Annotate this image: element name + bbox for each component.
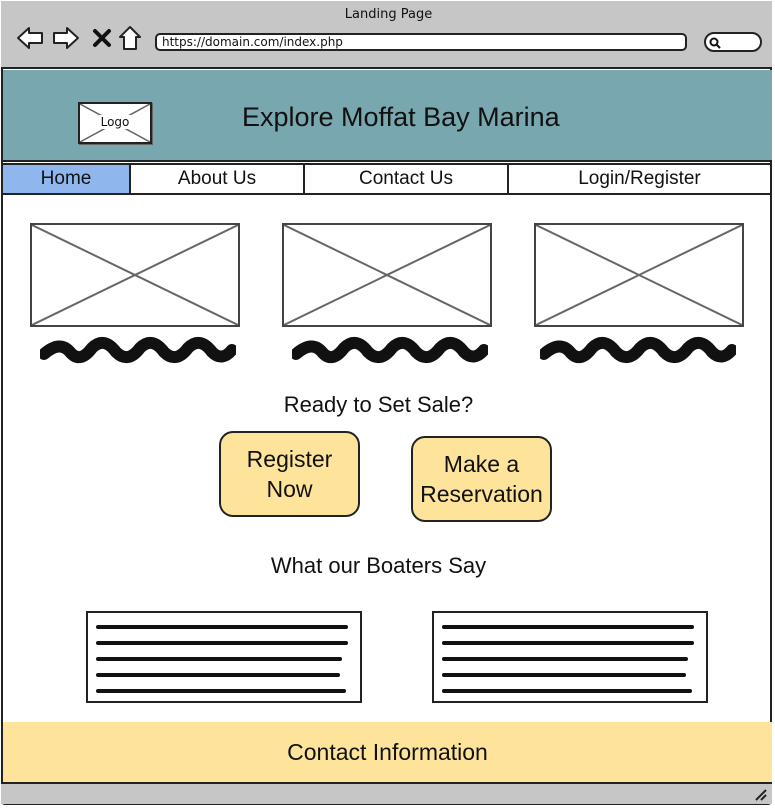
home-icon[interactable] (115, 23, 145, 53)
image-placeholder (30, 223, 240, 327)
nav-item-about-us[interactable]: About Us (131, 163, 305, 195)
logo[interactable]: Logo (78, 102, 152, 144)
nav-item-contact-us[interactable]: Contact Us (305, 163, 509, 195)
image-placeholder-icon (536, 225, 742, 325)
register-now-button[interactable]: Register Now (219, 431, 360, 517)
search-icon (709, 37, 721, 49)
image-placeholder-icon (284, 225, 490, 325)
image-placeholder (534, 223, 744, 327)
footer-contact[interactable]: Contact Information (3, 722, 772, 782)
close-icon[interactable] (87, 23, 117, 53)
image-placeholder (282, 223, 492, 327)
status-bar (1, 782, 772, 804)
footer-label: Contact Information (287, 738, 488, 765)
caption-scribble (292, 336, 488, 364)
testimonial-text-scribble (442, 625, 694, 693)
caption-scribble (40, 336, 236, 364)
browser-search-input[interactable] (704, 32, 762, 52)
testimonial-card (86, 611, 362, 703)
url-bar[interactable]: https://domain.com/index.php (155, 33, 687, 51)
make-reservation-button[interactable]: Make a Reservation (411, 436, 552, 522)
cta-heading: Ready to Set Sale? (283, 392, 474, 417)
browser-toolbar: Landing Page https://domain.com/index.ph… (1, 1, 772, 69)
main-nav: Home About Us Contact Us Login/Register (1, 163, 772, 195)
resize-grip-icon[interactable] (752, 786, 768, 802)
site-header: Logo Explore Moffat Bay Marina (3, 70, 772, 162)
testimonial-card (432, 611, 708, 703)
image-placeholder-icon (32, 225, 238, 325)
testimonial-text-scribble (96, 625, 348, 693)
nav-item-home[interactable]: Home (1, 163, 131, 195)
logo-label: Logo (98, 115, 132, 129)
caption-scribble (540, 336, 736, 364)
page-title: Explore Moffat Bay Marina (242, 102, 560, 132)
nav-item-login-register[interactable]: Login/Register (509, 163, 772, 195)
back-icon[interactable] (15, 23, 45, 53)
window-title: Landing Page (344, 7, 433, 22)
forward-icon[interactable] (51, 23, 81, 53)
testimonials-heading: What our Boaters Say (270, 553, 487, 578)
